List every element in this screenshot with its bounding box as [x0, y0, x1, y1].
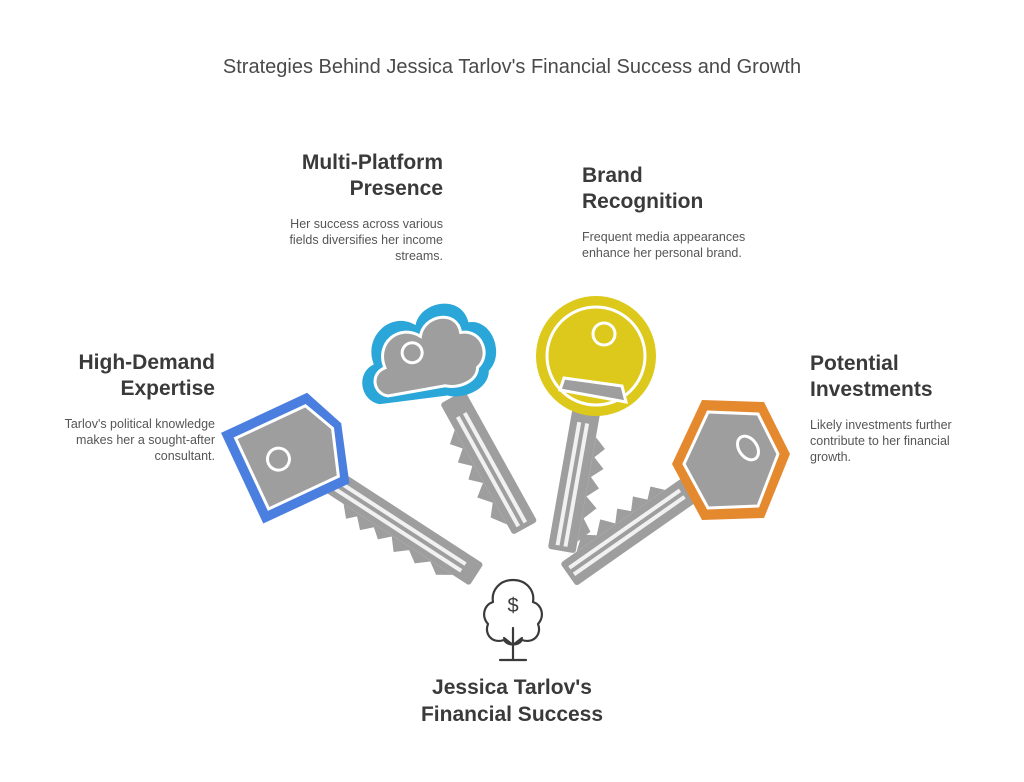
description-line: streams.	[395, 249, 443, 263]
item-description: Her success across various fields divers…	[260, 216, 443, 264]
description-line: consultant.	[154, 449, 215, 463]
round-key-icon	[536, 296, 656, 553]
description-line: Her success across various	[290, 217, 443, 231]
money-tree-icon: $	[483, 578, 543, 662]
description-line: enhance her personal brand.	[582, 246, 742, 260]
item-potential-investments: Potential Investments Likely investments…	[810, 351, 980, 465]
heading-line: Investments	[810, 378, 933, 401]
heading-line: Brand	[582, 164, 643, 187]
item-description: Frequent media appearances enhance her p…	[582, 229, 772, 261]
heading-line: Recognition	[582, 190, 704, 213]
center-label-line: Financial Success	[420, 703, 604, 726]
description-line: Frequent media appearances	[582, 230, 746, 244]
heading-line: Expertise	[120, 377, 215, 400]
item-description: Likely investments further contribute to…	[810, 417, 980, 465]
heading-line: Presence	[349, 177, 443, 200]
item-heading: Multi-Platform Presence	[260, 150, 443, 202]
description-line: makes her a sought-after	[76, 433, 215, 447]
center-label-line: Jessica Tarlov's	[432, 676, 592, 699]
description-line: contribute to her financial	[810, 434, 950, 448]
page-title: Strategies Behind Jessica Tarlov's Finan…	[222, 56, 802, 78]
item-description: Tarlov's political knowledge makes her a…	[40, 416, 215, 464]
item-heading: Brand Recognition	[582, 163, 772, 215]
description-line: Likely investments further	[810, 418, 952, 432]
svg-text:$: $	[507, 595, 518, 617]
heading-line: High-Demand	[78, 351, 216, 374]
center-label: Jessica Tarlov's Financial Success	[362, 674, 662, 728]
square-key-icon	[221, 392, 483, 585]
cloud-key-icon	[362, 303, 537, 534]
item-multi-platform-presence: Multi-Platform Presence Her success acro…	[260, 150, 443, 264]
item-brand-recognition: Brand Recognition Frequent media appeara…	[582, 163, 772, 261]
item-heading: High-Demand Expertise	[40, 350, 216, 402]
heading-line: Potential	[810, 352, 899, 375]
description-line: growth.	[810, 450, 851, 464]
description-line: fields diversifies her income	[289, 233, 443, 247]
item-heading: Potential Investments	[810, 351, 980, 403]
heading-line: Multi-Platform	[301, 151, 443, 174]
hexagon-key-icon	[561, 400, 790, 586]
item-high-demand-expertise: High-Demand Expertise Tarlov's political…	[40, 350, 215, 464]
description-line: Tarlov's political knowledge	[64, 417, 215, 431]
